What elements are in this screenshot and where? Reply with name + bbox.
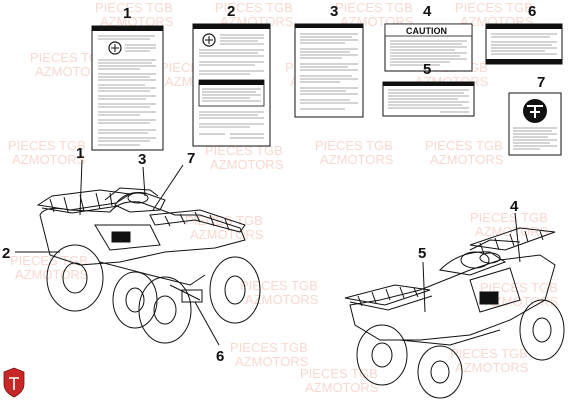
callout-number: 7 [187, 150, 195, 167]
watermark-text: AZMOTORS [475, 224, 549, 239]
watermark-text: AZMOTORS [15, 267, 89, 282]
decal-4: CAUTION [384, 23, 473, 72]
watermark-text: PIECES TGB [10, 253, 88, 268]
watermark-text: AZMOTORS [245, 292, 319, 307]
callout-number: 1 [123, 5, 131, 22]
watermark-text: PIECES TGB [315, 138, 393, 153]
watermark-text: AZMOTORS [455, 360, 529, 375]
atv-right-illustration [344, 227, 565, 399]
decal-3 [294, 23, 364, 118]
callout-number: 4 [423, 3, 432, 20]
watermark-text: AZMOTORS [210, 157, 284, 172]
decal-5 [382, 81, 475, 117]
watermark-text: AZMOTORS [430, 152, 504, 167]
callout-number: 1 [76, 145, 84, 162]
watermark-text: PIECES TGB [470, 210, 548, 225]
watermark-text: AZMOTORS [35, 64, 109, 79]
watermark-text: AZMOTORS [235, 354, 309, 369]
atv-left-illustration [36, 187, 261, 344]
callout-number: 4 [510, 198, 519, 215]
callout-number: 3 [138, 151, 146, 168]
callout-number: 7 [537, 74, 545, 91]
watermark-layer: PIECES TGB AZMOTORS PIECES TGB AZMOTORS … [8, 0, 559, 395]
decal-caution-title: CAUTION [406, 26, 447, 36]
decal-2 [192, 23, 271, 147]
watermark-text: PIECES TGB [205, 143, 283, 158]
watermark-text: PIECES TGB [335, 0, 413, 15]
watermark-text: AZMOTORS [100, 14, 174, 29]
callout-number: 6 [528, 3, 536, 20]
watermark-text: PIECES TGB [240, 278, 318, 293]
watermark-text: PIECES TGB [300, 366, 378, 381]
callout-number: 2 [227, 3, 235, 20]
watermark-text: PIECES TGB [30, 50, 108, 65]
watermark-text: PIECES TGB [215, 0, 293, 15]
decal-1 [91, 25, 164, 151]
watermark-text: PIECES TGB [455, 0, 533, 15]
decal-7 [508, 92, 562, 156]
callout-number: 3 [330, 3, 338, 20]
red-shield-logo-icon [3, 367, 25, 398]
callout-number: 2 [2, 245, 10, 262]
callout-number: 5 [418, 245, 426, 262]
watermark-text: PIECES TGB [450, 346, 528, 361]
leader-lines [15, 159, 521, 346]
callout-number: 5 [423, 61, 431, 78]
watermark-text: PIECES TGB [480, 280, 558, 295]
watermark-text: AZMOTORS [190, 227, 264, 242]
watermark-text: AZMOTORS [320, 152, 394, 167]
watermark-text: PIECES TGB [230, 340, 308, 355]
watermark-text: AZMOTORS [12, 152, 86, 167]
watermark-text: PIECES TGB [425, 138, 503, 153]
watermark-text: PIECES TGB [8, 138, 86, 153]
decal-6 [485, 23, 563, 65]
watermark-text: AZMOTORS [305, 380, 379, 395]
callout-number: 6 [216, 348, 224, 365]
watermark-text: PIECES TGB [95, 0, 173, 15]
